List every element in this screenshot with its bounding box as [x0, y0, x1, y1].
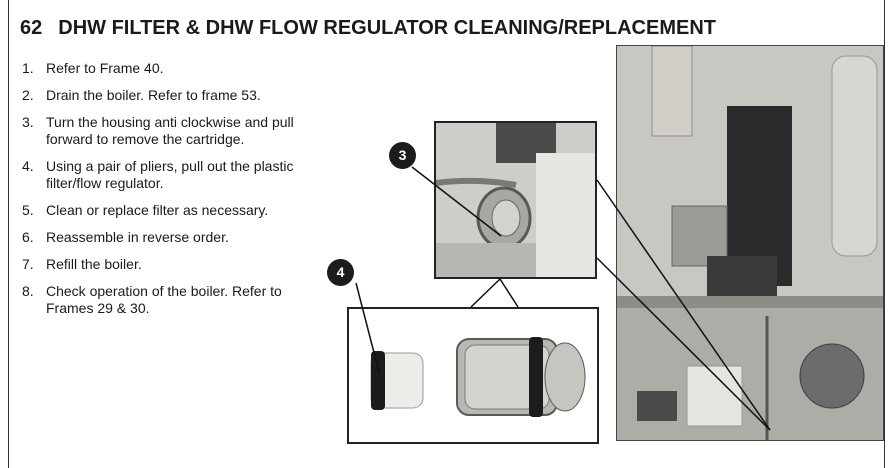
step-item: 6.Reassemble in reverse order. — [22, 229, 322, 246]
step-item: 7.Refill the boiler. — [22, 256, 322, 273]
cartridge-parts-photo — [347, 307, 599, 444]
step-item: 3.Turn the housing anti clockwise and pu… — [22, 114, 322, 148]
callout-3: 3 — [389, 142, 416, 169]
frame-border — [8, 0, 885, 468]
step-item: 4.Using a pair of pliers, pull out the p… — [22, 158, 322, 192]
step-item: 1.Refer to Frame 40. — [22, 60, 322, 77]
housing-closeup-photo — [434, 121, 597, 279]
step-text: Refer to Frame 40. — [46, 60, 164, 76]
step-text: Check operation of the boiler. Refer to … — [46, 283, 282, 316]
step-text: Reassemble in reverse order. — [46, 229, 229, 245]
step-text: Clean or replace filter as necessary. — [46, 202, 269, 218]
step-text: Using a pair of pliers, pull out the pla… — [46, 158, 294, 191]
frame-number: 62 — [20, 17, 43, 39]
step-item: 5.Clean or replace filter as necessary. — [22, 202, 322, 219]
housing-closeup-illustration — [436, 123, 595, 277]
boiler-interior-illustration — [617, 46, 883, 440]
frame-heading: 62 DHW FILTER & DHW FLOW REGULATOR CLEANI… — [20, 17, 716, 40]
frame-title: DHW FILTER & DHW FLOW REGULATOR CLEANING… — [58, 17, 716, 39]
step-text: Drain the boiler. Refer to frame 53. — [46, 87, 261, 103]
callout-4: 4 — [327, 259, 354, 286]
step-item: 8.Check operation of the boiler. Refer t… — [22, 283, 322, 317]
cartridge-parts-illustration — [349, 309, 597, 442]
instruction-list: 1.Refer to Frame 40. 2.Drain the boiler.… — [22, 60, 322, 327]
step-text: Turn the housing anti clockwise and pull… — [46, 114, 294, 147]
step-text: Refill the boiler. — [46, 256, 142, 272]
boiler-interior-photo — [616, 45, 884, 441]
step-item: 2.Drain the boiler. Refer to frame 53. — [22, 87, 322, 104]
